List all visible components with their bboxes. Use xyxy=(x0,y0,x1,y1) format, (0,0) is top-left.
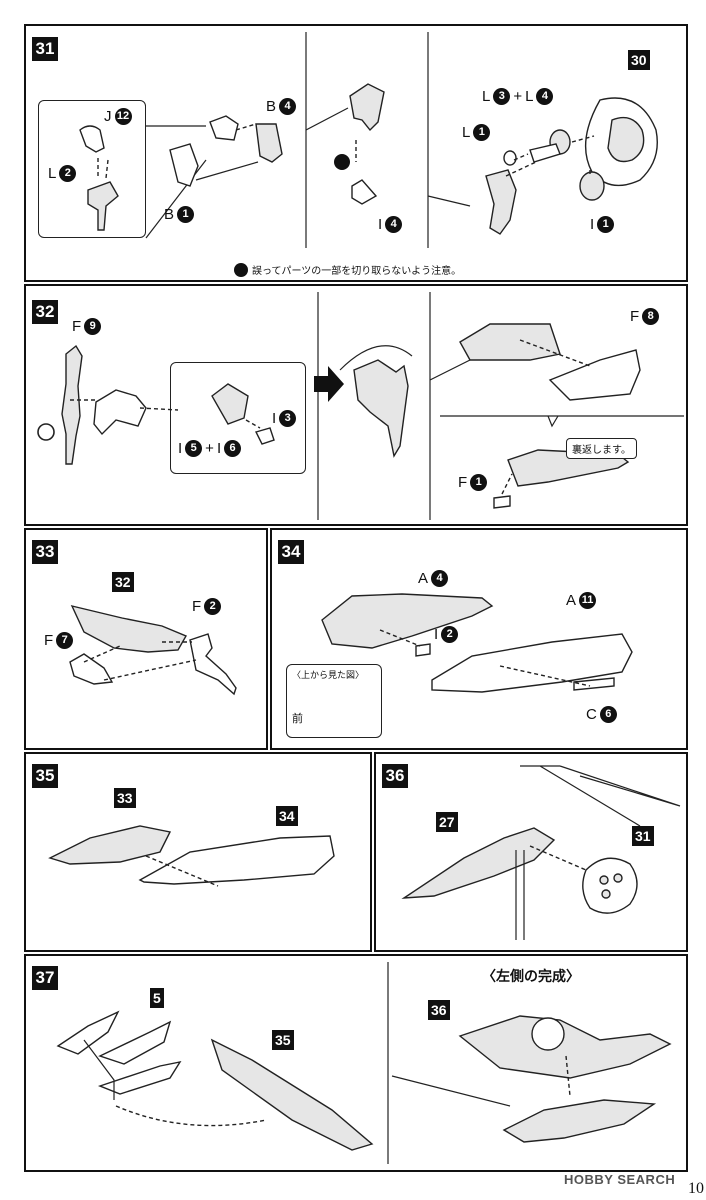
step-35-illustration xyxy=(48,825,335,887)
step-36-illustration xyxy=(401,765,681,940)
watermark: HOBBY SEARCH xyxy=(564,1172,676,1187)
cutting-caution-note: 誤ってパーツの一部を切り取らないよう注意。 xyxy=(234,262,461,277)
step-37-number: 37 xyxy=(32,966,58,990)
step-36-number: 36 xyxy=(382,764,408,788)
top-view-title: 〈上から見た図〉 xyxy=(292,670,365,680)
step-33-number: 33 xyxy=(32,540,58,564)
front-label: 前 xyxy=(292,713,303,725)
step-32-illustration xyxy=(37,292,684,520)
ref-31-badge: 31 xyxy=(632,826,654,846)
step-33-illustration xyxy=(69,604,237,696)
step-31-illustration xyxy=(79,32,658,248)
ref-36-badge: 36 xyxy=(428,1000,450,1020)
ref-30-badge: 30 xyxy=(628,50,650,70)
page-number: 10 xyxy=(688,1180,704,1197)
top-view-box xyxy=(286,664,382,738)
step-32-number: 32 xyxy=(32,300,58,324)
ref-34-badge: 34 xyxy=(276,806,298,826)
step-35-number: 35 xyxy=(32,764,58,788)
ref-35-badge: 35 xyxy=(272,1030,294,1050)
ref-5-badge: 5 xyxy=(150,988,164,1008)
ref-32-badge: 32 xyxy=(112,572,134,592)
flip-over-tag: 裏返します。 xyxy=(566,438,637,459)
ref-33-badge: 33 xyxy=(114,788,136,808)
step-34-number: 34 xyxy=(278,540,304,564)
caution-icon xyxy=(234,262,248,277)
left-side-complete-title: 〈左側の完成〉 xyxy=(482,968,580,984)
ref-27-badge: 27 xyxy=(436,812,458,832)
step-31-number: 31 xyxy=(32,37,58,61)
